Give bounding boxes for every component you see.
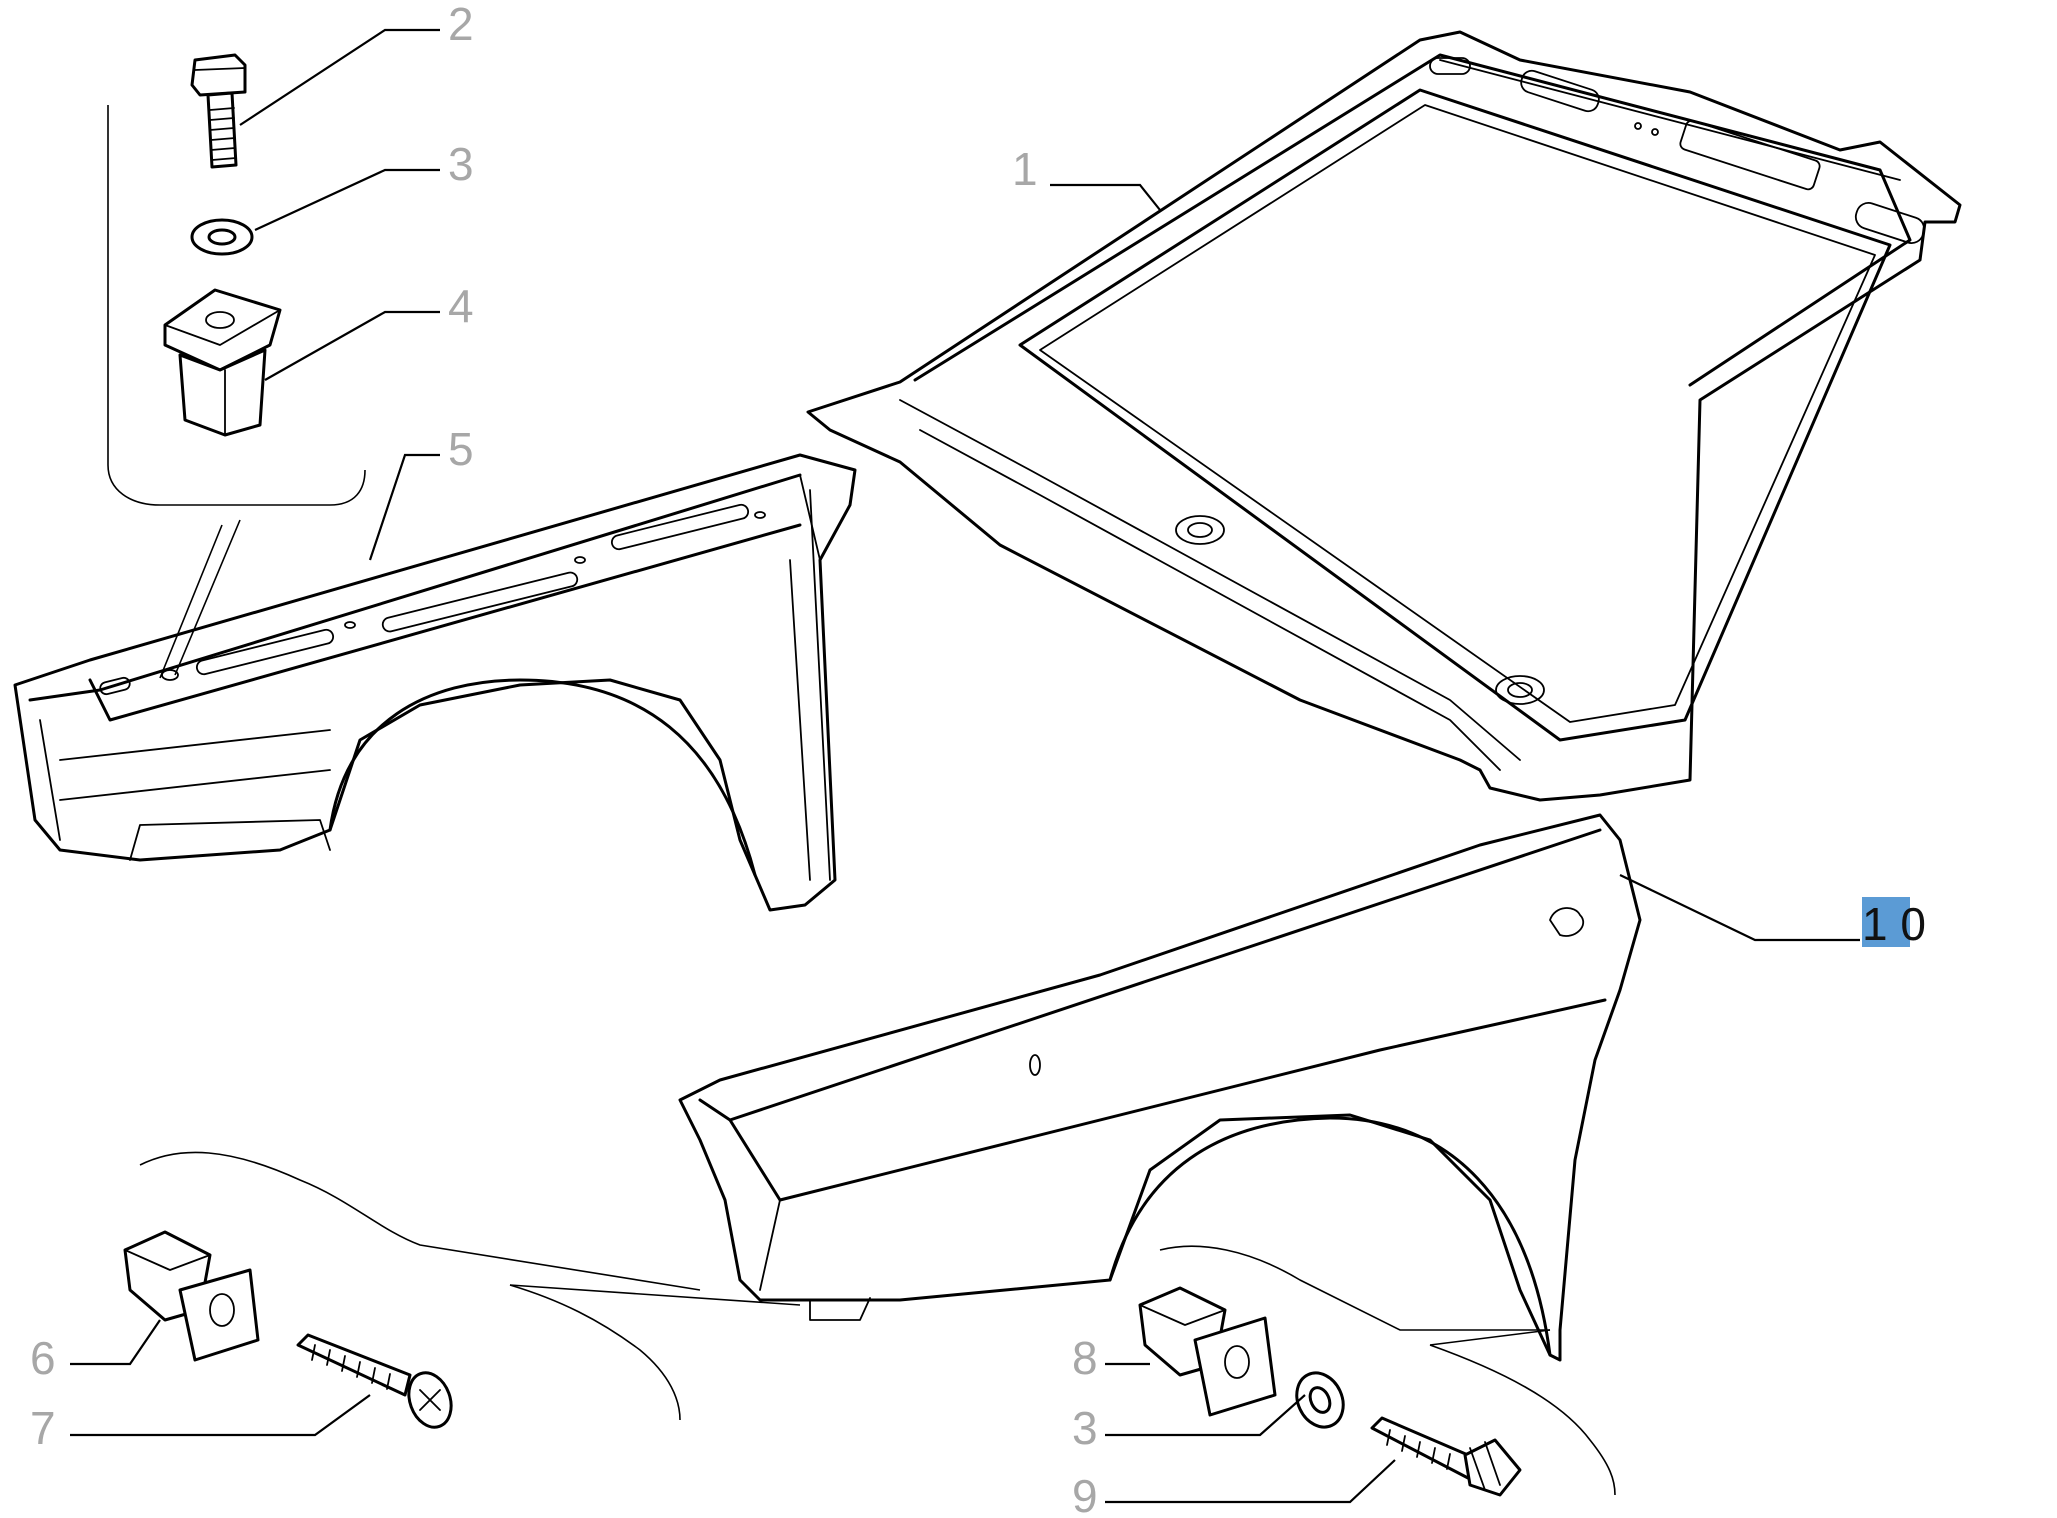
callout-3-bottom: 3 [1072,1402,1098,1454]
roof-panel-part [806,30,1962,802]
washer-bottom-part [1295,1371,1345,1429]
callout-5: 5 [448,423,474,475]
screw-left-part [296,1333,453,1429]
callout-2: 2 [448,0,474,50]
guide-lines [107,105,1616,1496]
callout-labels: 2 3 4 5 1 1 0 6 7 8 3 9 [30,0,1926,1518]
callout-8: 8 [1072,1332,1098,1384]
plastic-clip-left-part [123,1230,260,1362]
washer-top-part [190,218,254,256]
callout-10: 1 0 [1862,898,1926,950]
callout-4: 4 [448,280,474,332]
plastic-clip-right-part [1138,1286,1277,1417]
callout-1: 1 [1012,143,1038,195]
screw-right-part [1370,1416,1522,1497]
leader-lines [70,28,1860,1504]
callout-3-top: 3 [448,138,474,190]
clip-nut-part [163,288,282,437]
callout-7: 7 [30,1402,56,1454]
inner-fender-part [13,453,857,912]
outer-fender-part [678,813,1642,1362]
bolt-part [190,53,247,169]
callout-10-highlight [1862,897,1910,947]
callout-9: 9 [1072,1470,1098,1518]
callout-6: 6 [30,1332,56,1384]
